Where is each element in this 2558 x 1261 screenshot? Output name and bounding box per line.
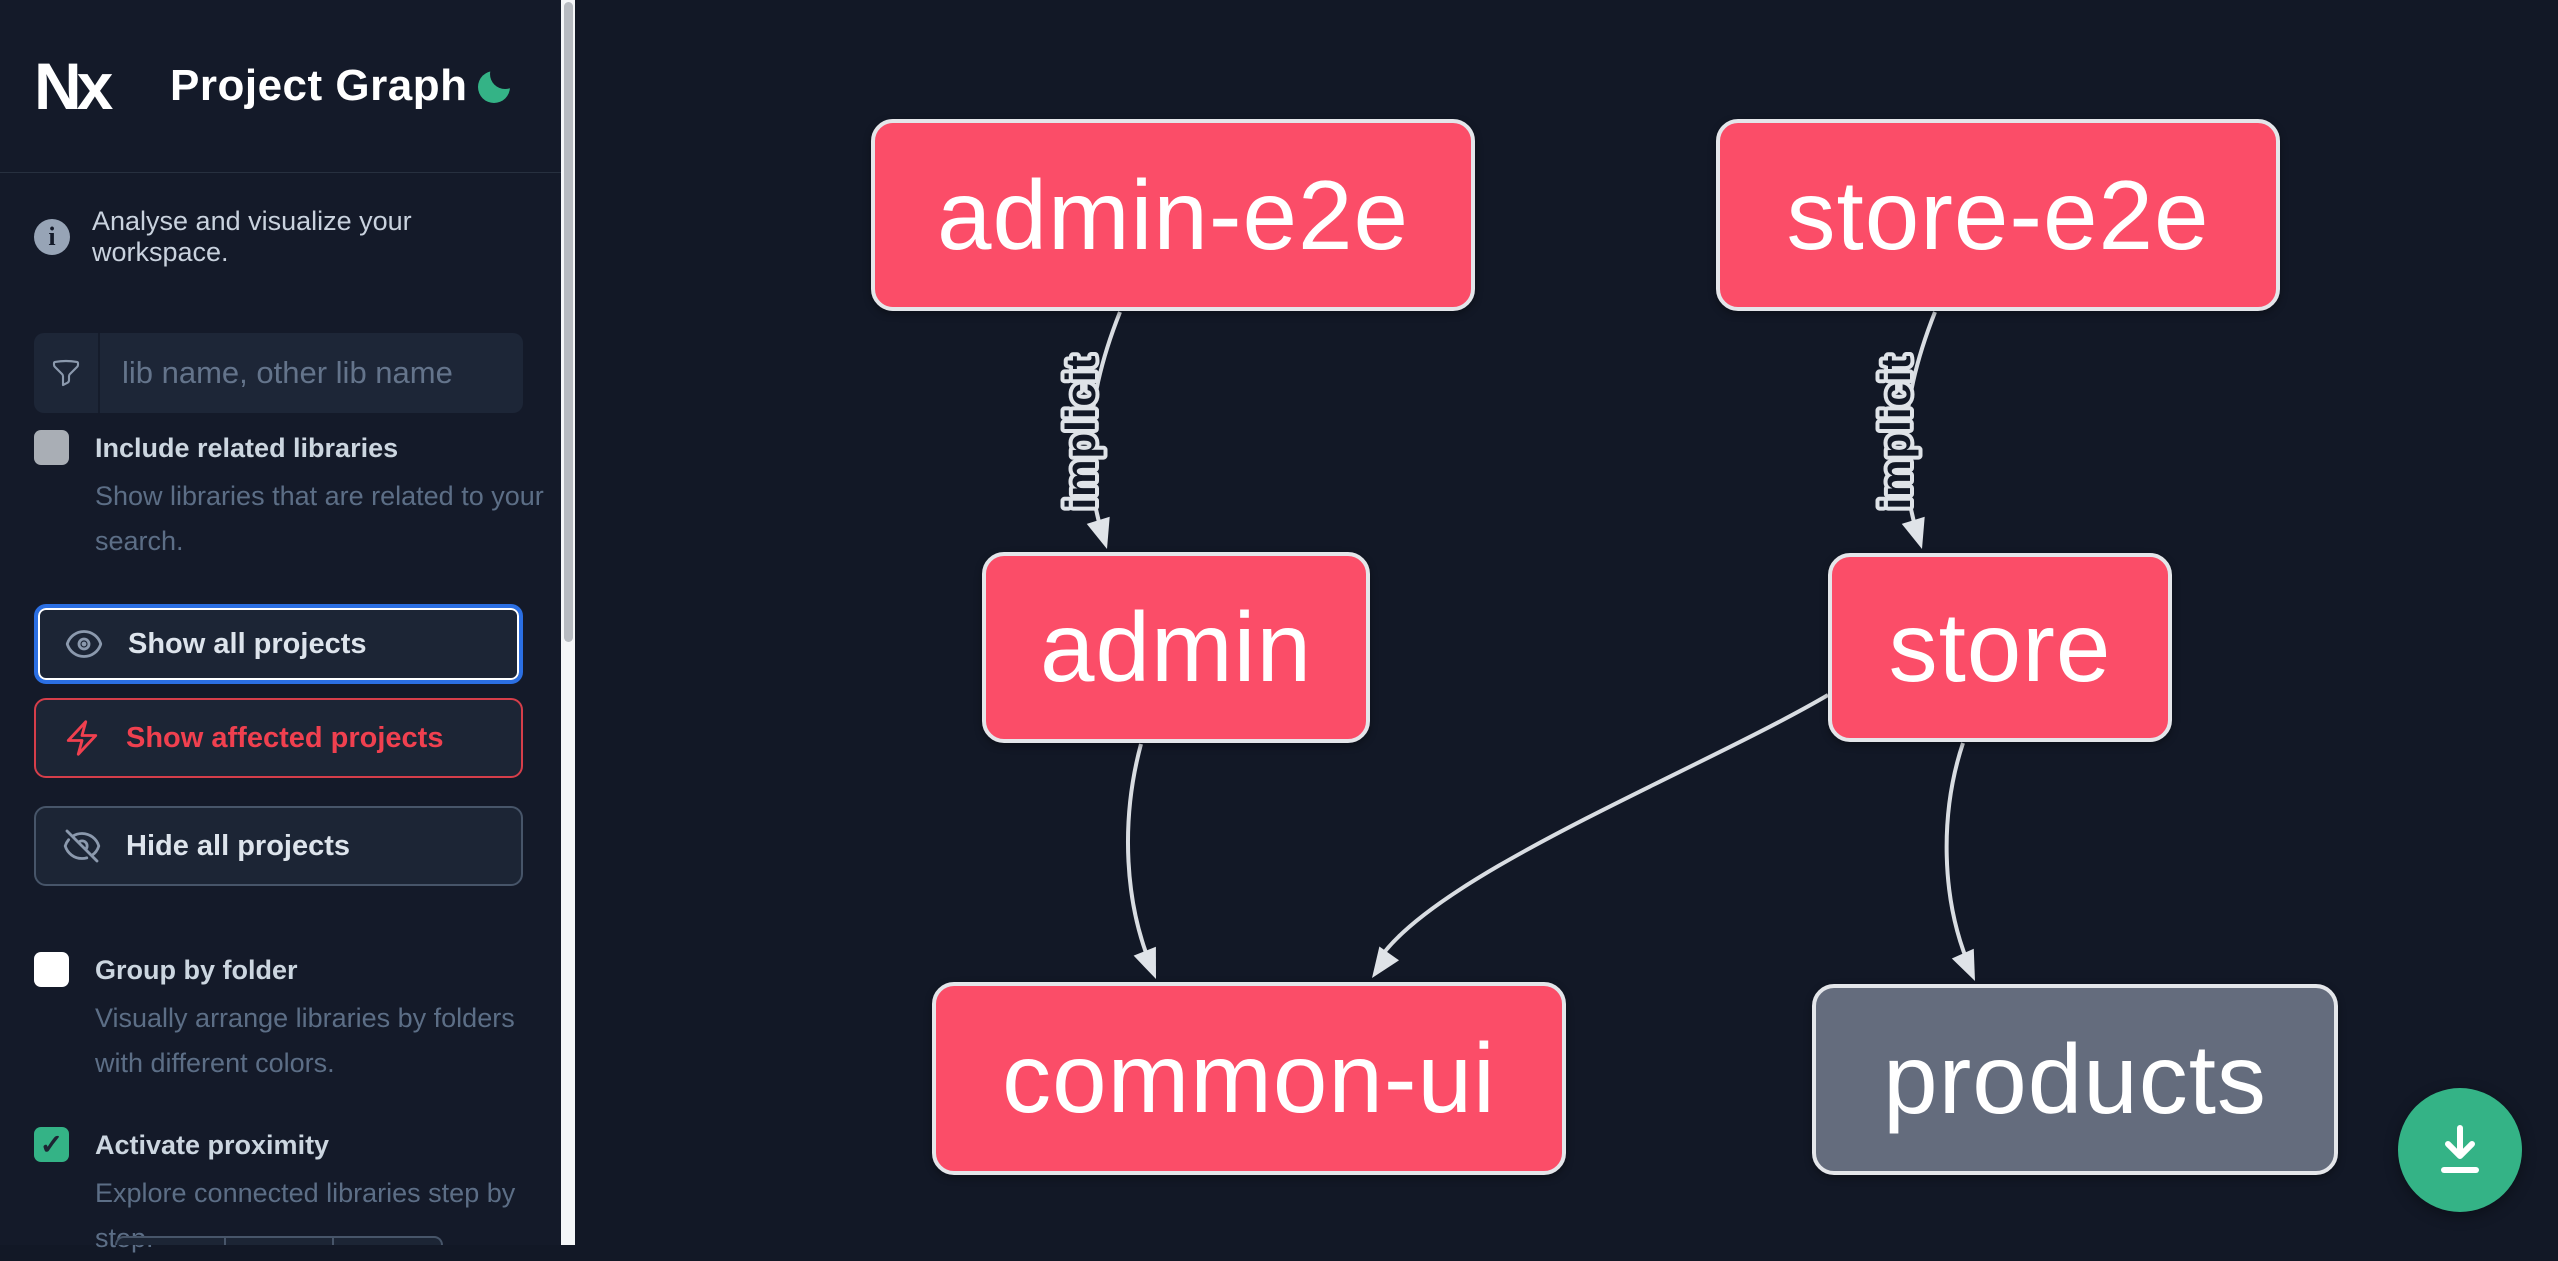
checkbox-label: Include related libraries: [95, 433, 399, 463]
node-store-e2e[interactable]: store-e2e: [1716, 119, 2280, 311]
download-icon: [2441, 1125, 2479, 1173]
bolt-icon: [66, 720, 98, 756]
node-admin-e2e[interactable]: admin-e2e: [871, 119, 1475, 311]
segment-2[interactable]: [225, 1236, 335, 1245]
sidebar: Nx Project Graph i Analyse and visualize…: [0, 0, 561, 1253]
node-label: store-e2e: [1786, 159, 2210, 270]
button-label: Show all projects: [128, 627, 367, 660]
show-affected-projects-button[interactable]: Show affected projects: [34, 698, 523, 778]
app-title: Project Graph: [170, 61, 468, 110]
segmented-control-partial[interactable]: [115, 1236, 444, 1245]
eye-off-icon: [63, 829, 101, 863]
segment-3[interactable]: [334, 1236, 444, 1245]
search-input[interactable]: [100, 333, 523, 413]
sidebar-scrollbar[interactable]: [561, 0, 575, 1245]
show-all-projects-button[interactable]: Show all projects: [34, 604, 523, 684]
nx-logo-text: Nx: [34, 49, 113, 123]
dark-mode-toggle[interactable]: [469, 60, 521, 112]
checkbox-unchecked-icon[interactable]: [34, 952, 69, 987]
node-label: admin: [1040, 592, 1312, 702]
checkbox-description: Explore connected libraries step by step…: [95, 1178, 516, 1253]
checkbox-label: Activate proximity: [95, 1130, 330, 1160]
checkbox-unchecked-icon[interactable]: [34, 430, 69, 465]
checkbox-label: Group by folder: [95, 955, 298, 985]
funnel-icon: [34, 333, 100, 413]
node-label: admin-e2e: [936, 159, 1410, 270]
button-label: Hide all projects: [126, 829, 351, 862]
tagline-text: Analyse and visualize your workspace.: [92, 206, 412, 267]
node-label: common-ui: [1002, 1023, 1496, 1133]
eye-icon: [65, 630, 103, 658]
scrollbar-thumb[interactable]: [563, 2, 573, 642]
hide-all-projects-button[interactable]: Hide all projects: [34, 806, 523, 886]
sidebar-header: Nx Project Graph: [0, 0, 561, 173]
checkbox-description: Show libraries that are related to your …: [95, 481, 544, 556]
checkbox-checked-icon[interactable]: ✓: [34, 1127, 69, 1162]
download-image-button[interactable]: [2398, 1088, 2522, 1212]
checkbox-group-by-folder[interactable]: Group by folder Visually arrange librari…: [34, 950, 550, 1086]
info-icon: i: [34, 219, 70, 255]
workspace-tagline: i Analyse and visualize your workspace.: [34, 206, 534, 268]
node-store[interactable]: store: [1828, 553, 2172, 742]
button-label: Show affected projects: [126, 721, 444, 754]
node-common-ui[interactable]: common-ui: [932, 982, 1566, 1175]
checkbox-include-related[interactable]: Include related libraries Show libraries…: [34, 428, 550, 564]
moon-icon: [478, 71, 510, 103]
node-label: products: [1883, 1024, 2267, 1134]
checkbox-description: Visually arrange libraries by folders wi…: [95, 1003, 515, 1078]
filter-search: [34, 333, 523, 413]
segment-1[interactable]: [115, 1236, 226, 1245]
node-admin[interactable]: admin: [982, 552, 1370, 743]
node-label: store: [1888, 592, 2112, 702]
node-products[interactable]: products: [1812, 984, 2338, 1175]
nx-logo: Nx: [34, 47, 130, 125]
